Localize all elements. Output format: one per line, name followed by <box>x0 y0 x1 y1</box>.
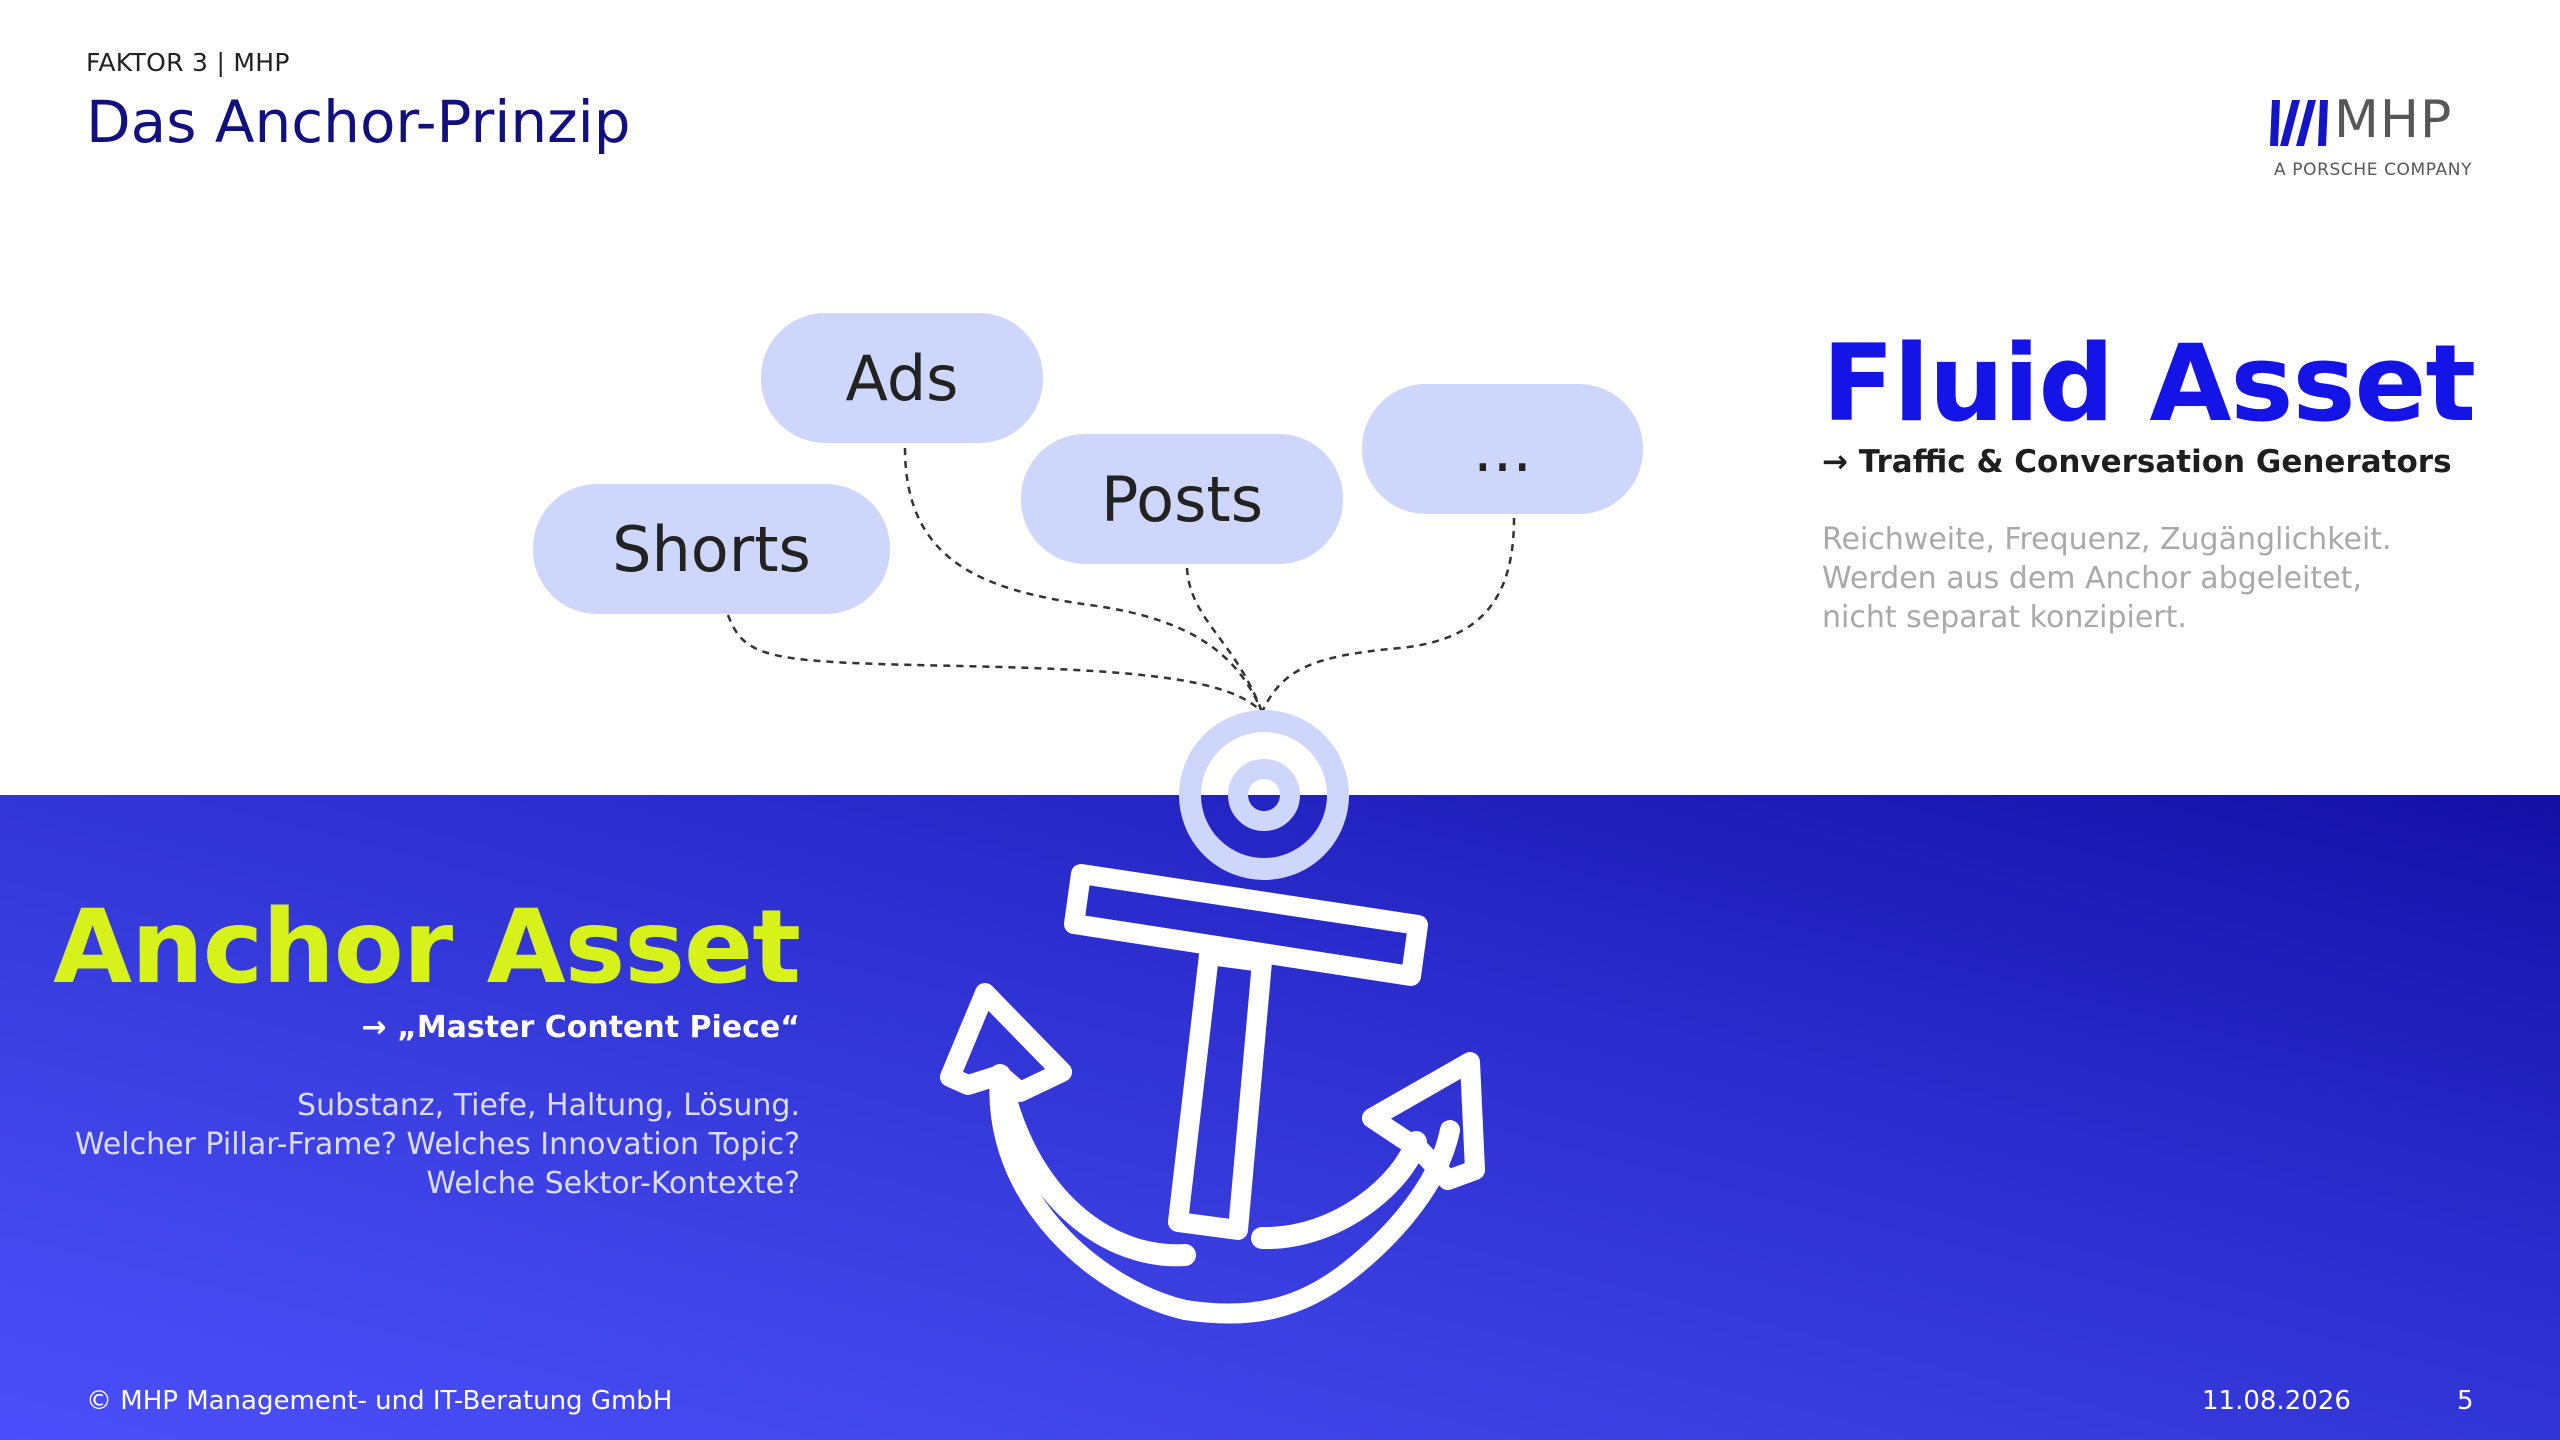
pill-more-label: ... <box>1472 412 1533 486</box>
mhp-logo: MHP A PORSCHE COMPANY <box>2270 90 2480 186</box>
slide-title: Das Anchor-Prinzip <box>86 88 631 156</box>
fluid-desc-line: Reichweite, Frequenz, Zugänglichkeit. <box>1822 522 2392 557</box>
anchor-desc-line: Welcher Pillar-Frame? Welches Innovation… <box>74 1127 800 1162</box>
pill-ads: Ads <box>761 313 1043 443</box>
slide-kicker: FAKTOR 3 | MHP <box>86 48 290 77</box>
fluid-asset-subtitle: → Traffic & Conversation Generators <box>1822 444 2452 480</box>
pill-posts-label: Posts <box>1100 462 1264 536</box>
anchor-desc-line: Welche Sektor-Kontexte? <box>426 1166 800 1201</box>
anchor-asset-subtitle: → „Master Content Piece“ <box>361 1010 800 1045</box>
pill-shorts: Shorts <box>533 484 890 614</box>
anchor-asset-description: Substanz, Tiefe, Haltung, Lösung. Welche… <box>75 1086 800 1203</box>
pill-more: ... <box>1362 384 1643 514</box>
footer-page-number: 5 <box>2457 1386 2474 1416</box>
pill-ads-label: Ads <box>845 341 959 415</box>
fluid-desc-line: Werden aus dem Anchor abgeleitet, <box>1822 561 2362 596</box>
fluid-asset-description: Reichweite, Frequenz, Zugänglichkeit. We… <box>1822 520 2392 637</box>
anchor-desc-line: Substanz, Tiefe, Haltung, Lösung. <box>297 1088 800 1123</box>
anchor-asset-title: Anchor Asset <box>53 888 801 1007</box>
pill-shorts-label: Shorts <box>612 512 811 586</box>
footer-copyright: © MHP Management- und IT-Beratung GmbH <box>86 1386 673 1416</box>
pill-posts: Posts <box>1021 434 1343 564</box>
logo-tagline: A PORSCHE COMPANY <box>2274 160 2473 180</box>
footer-date: 11.08.2026 <box>2202 1386 2351 1416</box>
fluid-desc-line: nicht separat konzipiert. <box>1822 600 2187 635</box>
mhp-logo-mark-icon <box>2270 100 2328 146</box>
fluid-asset-title: Fluid Asset <box>1822 322 2476 445</box>
logo-wordmark: MHP <box>2334 90 2453 150</box>
